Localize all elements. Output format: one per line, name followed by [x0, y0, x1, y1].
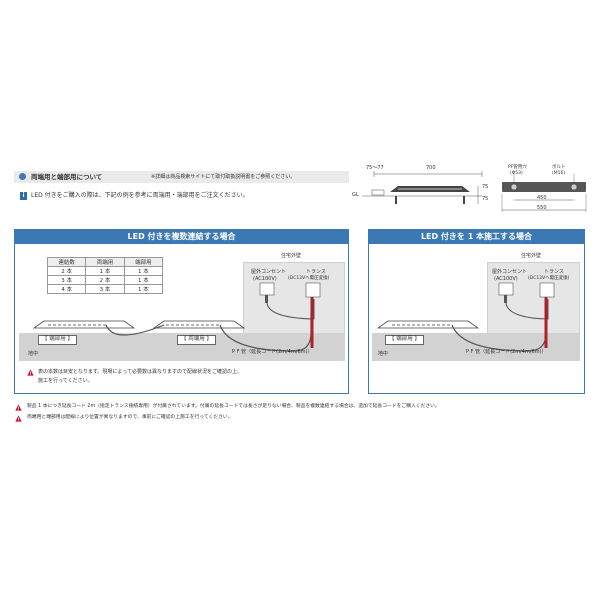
footer-note-2: 両端用と端部用は配線により位置が異なりますので、事前にご確認の上施工を行ってくだ… — [27, 415, 233, 420]
outlet-sub: (AC100V) — [253, 276, 277, 282]
outlet-label-single: 屋外コンセント — [492, 269, 528, 275]
gl-label: GL — [352, 192, 359, 198]
dim-75-bottom: 75 — [482, 196, 489, 202]
pf-pipe-note: P F 管（延長コード(2m/4m/6m)） — [232, 349, 313, 355]
pf-pipe-note-single: P F 管（延長コード(2m/4m/6m)） — [466, 349, 547, 355]
outlet-icon — [259, 282, 275, 296]
ryotan-label: 【 両端用 】 — [177, 335, 216, 345]
warning-icon — [27, 369, 34, 376]
transformer-icon — [305, 282, 321, 298]
dim-700: 700 — [426, 165, 436, 171]
table-header-row: 連結数 両端用 端部用 — [46, 257, 164, 267]
transformer-label-single: トランス — [544, 269, 564, 275]
warning-text-line2: 施工を行ってください。 — [38, 378, 93, 384]
panel-single-title: LED 付きを 1 本施工する場合 — [369, 230, 584, 244]
single-wiring-diagram — [376, 282, 555, 352]
plan-view-drawing — [501, 174, 587, 212]
table-cell: 1 本 — [123, 284, 164, 294]
wall-label: 住宅外壁 — [281, 253, 302, 259]
bolt-label: ボルト — [552, 165, 566, 170]
connection-count-table: 連結数 両端用 端部用 2 本 1 本 1 本 3 本 2 本 1 本 4 本 … — [46, 257, 164, 294]
outlet-icon — [498, 282, 514, 296]
dim-450: 450 — [537, 195, 547, 201]
panel-multiple-title: LED 付きを複数連結する場合 — [15, 230, 348, 244]
underground-label-single: 地中 — [378, 351, 389, 357]
transformer-label: トランス — [306, 269, 326, 275]
pf-hole-size: (Φ53) — [510, 171, 523, 176]
side-section-drawing — [362, 171, 483, 204]
dim-550: 550 — [537, 205, 547, 211]
underground-label: 地中 — [28, 351, 39, 357]
warning-icon — [15, 404, 22, 411]
dim-75-top: 75 — [482, 184, 489, 190]
outlet-label: 屋外コンセント — [251, 269, 287, 275]
transformer-sub-single: (DC12Vへ電圧変換) — [528, 276, 570, 281]
section-title: 両端用と端部用について — [31, 173, 103, 181]
transformer-sub: (DC12Vへ電圧変換) — [288, 276, 330, 281]
section-note: ※詳細は商品検索サイトにて取付取扱説明書をご参照ください。 — [151, 174, 296, 180]
multi-wiring-diagram — [32, 282, 321, 352]
warning-text-line1: 表の本数は目安となります。現場によって必要数は異なりますので配線状況をご確認の上… — [38, 369, 242, 375]
footer-note-1: 製品 1 本につき延長コード 2m（指定トランス接続専用）が付属されています。付… — [27, 404, 440, 409]
bolt-size: (M16) — [552, 171, 566, 176]
transformer-icon — [539, 282, 555, 298]
outlet-sub-single: (AC100V) — [494, 276, 518, 282]
warning-icon — [15, 415, 22, 422]
wall-label-single: 住宅外壁 — [521, 253, 542, 259]
dim-75-77: 75〜77 — [366, 165, 384, 171]
tanbu-label: 【 端部用 】 — [38, 335, 77, 345]
section-header-bar — [14, 171, 349, 183]
bullet-dot-icon — [19, 173, 26, 180]
house-wall — [243, 262, 345, 342]
tanbu-label-single: 【 端部用 】 — [385, 335, 424, 345]
info-icon: i — [20, 192, 27, 200]
pf-hole-label: PF管用穴 — [508, 165, 527, 170]
table-row: 4 本 3 本 1 本 — [46, 284, 164, 294]
info-text: LED 付きをご購入の際は、下記の例を参考に両端用・端部用をご注文ください。 — [31, 192, 249, 199]
